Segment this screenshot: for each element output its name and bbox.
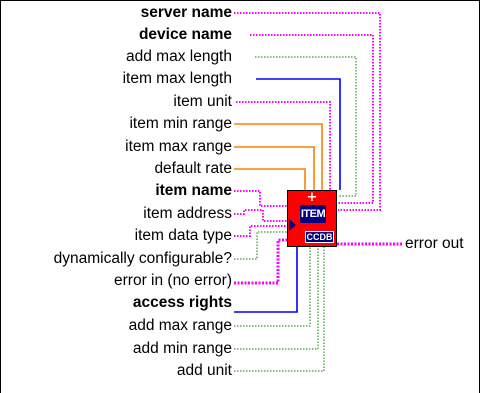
terminal-item-max-range: item max range — [125, 138, 232, 155]
wire-add-max-range — [234, 247, 311, 327]
terminal-item-name: item name — [155, 182, 232, 199]
terminal-add-max-length: add max length — [126, 48, 232, 65]
terminal-device-name: device name — [138, 26, 232, 43]
wire-server-name — [234, 12, 381, 211]
wire-item-address — [234, 209, 287, 222]
wire-add-min-range — [234, 247, 319, 350]
terminal-error-in: error in (no error) — [114, 272, 232, 289]
wire-dynamically-configurable — [234, 231, 287, 260]
item-badge: ITEM — [300, 205, 326, 223]
wire-item-min-range — [234, 123, 323, 190]
wire-item-data-type — [234, 225, 287, 237]
terminal-item-address: item address — [143, 205, 232, 222]
wire-item-max-range — [234, 146, 315, 190]
terminal-item-unit: item unit — [173, 93, 232, 110]
item-vi-icon[interactable]: + ITEM CCDB — [287, 190, 337, 247]
wire-add-max-length — [255, 56, 357, 197]
terminal-item-min-range: item min range — [129, 115, 232, 132]
terminal-access-rights: access rights — [132, 294, 232, 311]
wire-device-name — [250, 34, 374, 204]
notch-arrow-icon — [289, 219, 296, 231]
terminal-item-data-type: item data type — [134, 227, 232, 244]
terminal-default-rate: default rate — [154, 160, 232, 177]
wire-access-rights — [234, 247, 298, 313]
terminal-dynamically-configurable: dynamically configurable? — [53, 250, 232, 267]
ccdb-tag: CCDB — [305, 231, 334, 243]
terminal-add-max-range: add max range — [128, 317, 232, 334]
wire-add-unit — [234, 247, 325, 372]
wire-item-max-length — [256, 78, 341, 190]
wire-item-name — [234, 190, 287, 207]
wire-default-rate — [234, 168, 306, 190]
terminal-item-max-length: item max length — [122, 70, 232, 87]
terminal-error-out: error out — [405, 235, 464, 252]
terminal-add-unit: add unit — [176, 362, 232, 379]
plus-glyph: + — [306, 190, 318, 205]
terminal-add-min-range: add min range — [132, 340, 232, 357]
wire-item-unit — [236, 101, 331, 190]
terminal-server-name: server name — [140, 4, 232, 21]
wire-error-in — [234, 238, 287, 285]
